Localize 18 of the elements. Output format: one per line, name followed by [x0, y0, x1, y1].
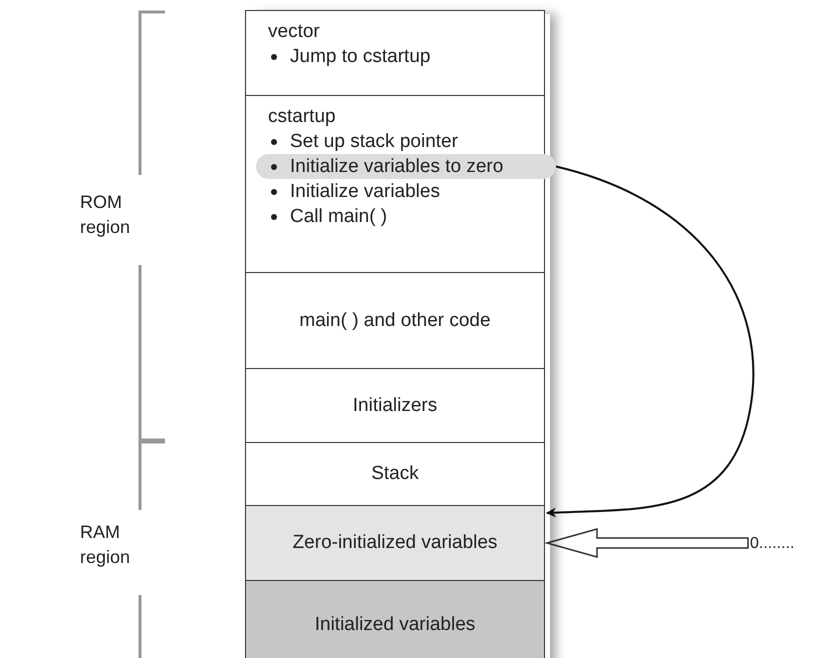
memory-section: main( ) and other code — [245, 272, 545, 369]
list-item: Set up stack pointer — [268, 129, 544, 154]
value-text: 0........ — [750, 531, 794, 556]
list-item: Jump to cstartup — [268, 44, 544, 69]
memory-section — [245, 10, 545, 96]
arrow — [546, 166, 754, 518]
memory-section: Initializers — [245, 368, 545, 443]
memory-section: Zero-initialized variables — [245, 505, 545, 581]
arrow — [544, 528, 749, 558]
region-label: ROM region — [80, 191, 132, 239]
list-item: Call main( ) — [268, 204, 544, 229]
highlighted-list-item: Initialize variables to zero — [256, 154, 556, 179]
list-item: Initialize variables — [268, 179, 544, 204]
section-heading: vector — [268, 20, 321, 44]
region-label: RAM region — [80, 521, 132, 569]
section-heading: cstartup — [268, 105, 337, 129]
memory-section: Initialized variables — [245, 580, 545, 658]
memory-section: Stack — [245, 442, 545, 506]
